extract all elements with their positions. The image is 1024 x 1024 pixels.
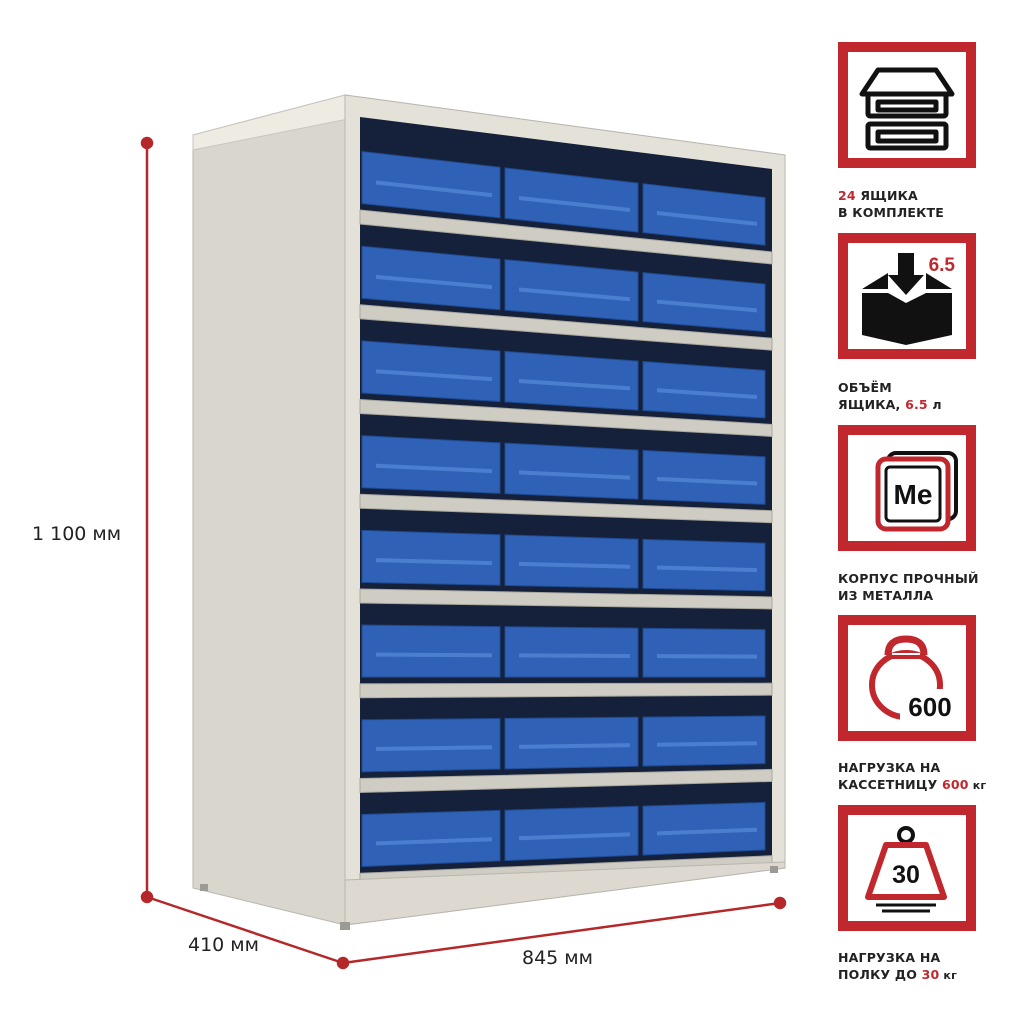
shelf-bar — [359, 682, 773, 699]
storage-bin-lip — [519, 196, 630, 213]
feature-badge-drawers — [838, 42, 976, 168]
storage-bin — [642, 449, 766, 505]
cabinet-foot — [200, 884, 208, 891]
storage-bin — [642, 272, 766, 333]
storage-bin-lip — [519, 470, 630, 480]
storage-bin — [361, 624, 501, 678]
feature-caption-cabinet-load: НАГРУЗКА НА КАССЕТНИЦУ 600 кг — [838, 760, 987, 792]
stacked-drawers-icon — [859, 67, 955, 151]
storage-bin-lip — [376, 463, 492, 474]
depth-dimension-label: 410 мм — [188, 934, 259, 956]
storage-bin — [361, 150, 501, 219]
feature-caption-shelf-load: НАГРУЗКА НА ПОЛКУ ДО 30 кг — [838, 950, 958, 982]
dimension-lines — [140, 136, 787, 970]
shelf-bar — [359, 209, 773, 265]
kettlebell-icon-value: 600 — [908, 692, 951, 722]
metal-me-icon: Me — [875, 451, 958, 532]
storage-bin — [642, 627, 766, 678]
storage-bin-lip — [519, 832, 630, 841]
shelf-bar — [359, 588, 773, 610]
feature-caption-metal: КОРПУС ПРОЧНЫЙ ИЗ МЕТАЛЛА — [838, 571, 979, 603]
storage-bin-lip — [657, 827, 757, 836]
feature-badge-metal: Me — [838, 425, 976, 551]
storage-bin-lip — [657, 388, 757, 399]
storage-bin-lip — [376, 745, 492, 752]
weight-icon-value: 30 — [892, 861, 920, 889]
storage-bin-lip — [376, 837, 492, 846]
storage-bin-lip — [376, 369, 492, 382]
storage-bin-lip — [376, 274, 492, 290]
storage-bin — [504, 716, 639, 770]
storage-bin — [361, 529, 501, 586]
storage-bin — [642, 538, 766, 592]
storage-bin — [504, 167, 639, 233]
storage-bin — [361, 245, 501, 311]
shelf-bar — [359, 493, 773, 524]
shelf-bar — [359, 304, 773, 351]
storage-bin — [504, 534, 639, 589]
storage-bin-lip — [519, 287, 630, 302]
kettlebell-icon: 600 — [869, 635, 960, 722]
storage-bin-lip — [657, 299, 757, 313]
storage-bin-lip — [376, 558, 492, 566]
height-dimension-label: 1 100 мм — [32, 523, 122, 545]
shelf-bar — [359, 768, 773, 794]
feature-caption-volume: ОБЪЁМ ЯЩИКА, 6.5 л — [838, 380, 942, 412]
storage-bin-lip — [519, 561, 630, 569]
feature-badge-cabinet-load: 600 — [838, 615, 976, 741]
cabinet-foot — [340, 922, 350, 930]
storage-bin-lip — [657, 476, 757, 486]
storage-bin-lip — [376, 652, 492, 658]
storage-bin-lip — [519, 378, 630, 391]
metal-icon-symbol: Me — [894, 479, 933, 510]
feature-badge-volume: 6.5 — [838, 233, 976, 359]
storage-bin — [361, 435, 501, 494]
cabinet-foot — [770, 866, 778, 873]
storage-bin — [642, 183, 766, 246]
bins-group — [359, 150, 773, 888]
storage-bin — [642, 801, 766, 856]
storage-bin — [642, 715, 766, 767]
weight-icon: 30 — [865, 826, 947, 913]
storage-bin — [642, 360, 766, 419]
cabinet-plinth — [344, 861, 786, 926]
storage-bin-lip — [657, 210, 757, 226]
feature-badge-shelf-load: 30 — [838, 805, 976, 931]
volume-icon-value: 6.5 — [929, 255, 956, 276]
storage-bin — [361, 340, 501, 403]
storage-bin — [504, 805, 639, 862]
storage-bin-lip — [376, 180, 492, 198]
storage-bin — [504, 350, 639, 411]
storage-bin — [504, 442, 639, 500]
storage-bin — [361, 717, 501, 773]
storage-bin-lip — [519, 653, 630, 658]
storage-bin-lip — [657, 654, 757, 659]
width-dimension-label: 845 мм — [522, 947, 593, 969]
storage-bin — [504, 626, 639, 678]
storage-bin — [361, 809, 501, 868]
cabinet-side-panel — [192, 94, 346, 926]
shelf-bar — [359, 398, 773, 437]
storage-bin — [504, 259, 639, 322]
storage-bin-lip — [519, 743, 630, 749]
storage-bin-lip — [657, 565, 757, 573]
feature-caption-drawers: 24 ЯЩИКА В КОМПЛЕКТЕ — [838, 188, 945, 220]
box-volume-icon: 6.5 — [862, 253, 956, 345]
storage-bin-lip — [657, 741, 757, 747]
